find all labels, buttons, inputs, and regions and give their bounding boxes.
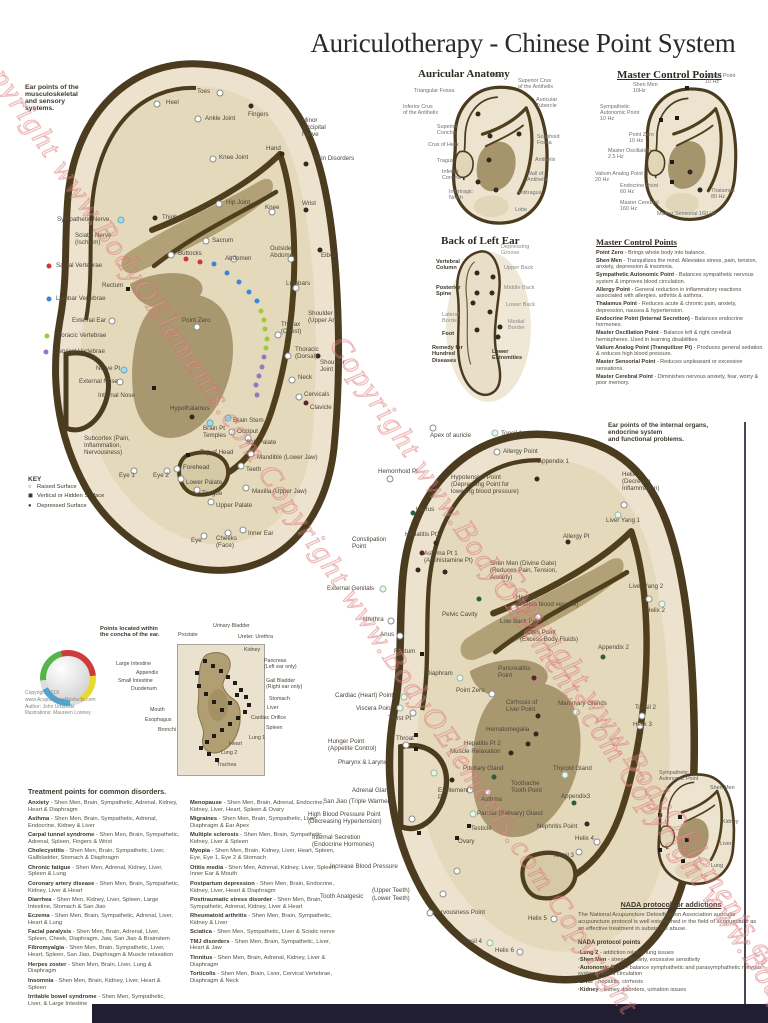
list-item: Master Oscillation Point - Balance left … — [596, 330, 732, 343]
point-label: Urinary Bladder — [213, 623, 250, 629]
key-legend: KEY ○Raised Surface◼Vertical or Hidden S… — [28, 476, 158, 511]
mcp-text-heading: Master Control Points — [596, 237, 677, 247]
back-of-ear-illustration — [440, 246, 535, 404]
master-control-ear-illustration — [638, 80, 743, 228]
list-item: Postpartum depression - Shen Men, Brain,… — [190, 880, 335, 894]
list-item: Lung 2 - addiction related lung issues — [578, 950, 764, 957]
list-item: Rheumatoid arthritis - Shen Men, Brain, … — [190, 913, 332, 926]
point-label: Spleen — [266, 725, 283, 731]
list-item: Chronic fatigue - Shen Men, Adrenal, Kid… — [28, 864, 163, 878]
point-label: Mouth — [150, 707, 165, 713]
text-line: Illustrations: Maureen Looney — [25, 710, 91, 717]
list-item: Menopause - Shen Men, Brain, Adrenal, En… — [190, 800, 325, 813]
point-label: Small Intestine — [118, 678, 153, 684]
point-label: Bronchi — [158, 727, 176, 733]
list-item: Tinnitus - Shen Men, Brain, Adrenal, Kid… — [190, 954, 326, 968]
text-line: www.AcupunctureProducts.com — [25, 696, 96, 703]
key-items: ○Raised Surface◼Vertical or Hidden Surfa… — [28, 483, 158, 511]
list-item: Sympathetic Autonomic Point - Balances s… — [596, 272, 754, 285]
list-item: Sciatica - Shen Men, Sympathetic, Liver … — [190, 929, 335, 936]
concha-inset-illustration — [177, 644, 265, 776]
list-item: Asthma - Shen Men, Brain, Sympathetic, A… — [28, 816, 158, 829]
list-item: Cholecystitis - Shen Men, Brain, Sympath… — [28, 848, 165, 862]
list-item: Shen Men - stress, anxiety, excessive se… — [578, 957, 764, 964]
auricular-anatomy-heading: Auricular Anatomy — [418, 68, 510, 80]
master-control-points-text: Master Control Points Point Zero - Bring… — [596, 237, 764, 388]
list-item: Multiple sclerosis - Shen Men, Brain, Sy… — [190, 832, 324, 846]
master-control-points-heading: Master Control Points — [617, 69, 722, 81]
internal-organs-heading: Ear points of the internal organs, endoc… — [608, 422, 709, 443]
list-item: Eczema - Shen Men, Brain, Sympathetic, A… — [28, 913, 174, 926]
point-label: Ureter. Urethra — [238, 634, 274, 640]
list-item: Diarrhea - Shen Men, Kidney, Liver, Sple… — [28, 896, 159, 910]
list-item: Autonomic Point - balance symphathetic a… — [578, 965, 764, 978]
point-label: Sympathetic Autonomic Point 10 Hz — [600, 104, 640, 123]
nada-heading: NADA protocol for addictions — [620, 900, 722, 909]
concha-heading: Points located within the concha of the … — [100, 626, 160, 638]
logo-sphere-icon — [46, 656, 90, 700]
nada-points-heading: NADA protocol points — [578, 939, 641, 946]
list-item: Carpal tunnel syndrome - Shen Men, Brain… — [28, 832, 180, 846]
text-line: Copyright 2019 — [25, 690, 59, 696]
key-item: ●Depressed Surface — [28, 502, 158, 511]
list-item: Torticolis - Shen Men, Brain, Liver, Cer… — [190, 970, 332, 984]
treatment-points-section: Treatment points for common disorders. A… — [28, 787, 346, 1010]
musculoskeletal-heading: Ear points of the musculoskeletal and se… — [25, 84, 79, 112]
list-item: Liver - hepatitis, cirrhosis — [578, 979, 764, 986]
point-label: Appendix — [136, 670, 159, 676]
list-item: Herpes zoster - Shen Men, Brain, Liver, … — [28, 961, 152, 975]
list-item: Master Cerebral Point - Diminishes nervo… — [596, 373, 759, 387]
list-item: Insomnia - Shen Men, Brain, Kidney, Live… — [28, 977, 161, 991]
back-of-left-ear-heading: Back of Left Ear — [441, 235, 520, 247]
mcp-items: Point Zero - Brings whole body into bala… — [596, 250, 764, 387]
auricular-anatomy-ear-illustration — [445, 84, 555, 226]
nada-ear-illustration — [652, 768, 740, 890]
key-symbol-icon: ○ — [28, 484, 32, 490]
list-item: Kidney - kidney disorders, urination iss… — [578, 987, 764, 994]
list-item: Otitis media - Shen Men, Adrenal, Kidney… — [190, 864, 337, 878]
point-label: Gall Bladder (Right ear only) — [266, 678, 303, 690]
bottom-bar — [92, 1004, 768, 1023]
acupuncture-products-logo — [40, 650, 96, 706]
key-symbol-icon: ● — [28, 502, 32, 509]
list-item: Anxiety - Shen Men, Brain, Sympathetic, … — [28, 800, 178, 813]
point-label: Liver — [267, 705, 279, 711]
list-item: Master Sensorial Point - Reduces unpleas… — [596, 359, 743, 372]
list-item: Valium Analog Point (Tranquilizer Pt) - … — [596, 344, 763, 358]
key-item: ◼Vertical or Hidden Surface — [28, 492, 158, 501]
treatment-column-1: Anxiety - Shen Men, Brain, Sympathetic, … — [28, 800, 180, 1010]
key-symbol-icon: ◼ — [28, 493, 33, 500]
list-item: TMJ disorders - Shen Men, Brain, Sympath… — [190, 938, 331, 952]
list-item: Shen Men - Tranquilizes the mind. Allevi… — [596, 257, 758, 271]
treatment-heading: Treatment points for common disorders. — [28, 787, 167, 796]
point-label: Valium Analog Point 20 Hz — [595, 171, 643, 184]
list-item: Endocrine Point (Internal Secretion) - B… — [596, 315, 744, 329]
list-item: Coronary artery disease - Shen Men, Brai… — [28, 880, 180, 894]
list-item: Thalamus Point - Reduces acute & chronic… — [596, 301, 737, 314]
list-item: Migraines - Shen Men, Brain, Sympathetic… — [190, 816, 318, 829]
point-label: Pancreas (Left ear only) — [264, 658, 297, 670]
list-item: Irritable bowel syndrome - Shen Men, Sym… — [28, 993, 165, 1007]
key-heading: KEY — [28, 476, 42, 483]
list-item: Posttraumatic stress disorder - Shen Men… — [190, 896, 323, 910]
right-border-line — [744, 422, 746, 1004]
list-item: Facial paralysis - Shen Men, Brain, Adre… — [28, 929, 170, 943]
treatment-column-2: Menopause - Shen Men, Brain, Adrenal, En… — [190, 800, 340, 1010]
list-item: Point Zero - Brings whole body into bala… — [596, 250, 706, 256]
nada-items: Lung 2 - addiction related lung issuesSh… — [578, 950, 764, 994]
nada-protocol-section: NADA protocol for addictions The Nationa… — [578, 900, 764, 994]
point-label: Prostate — [178, 632, 198, 638]
point-label: Inferior Crus of the Antihelix — [403, 104, 439, 117]
list-item: Myopia - Shen Men, Brain, Kidney, Liver,… — [190, 848, 335, 862]
list-item: Fibromyalgia - Shen Men, Brain, Sympathe… — [28, 945, 173, 959]
point-label: Stomach — [269, 696, 290, 702]
key-item: ○Raised Surface — [28, 483, 158, 492]
list-item: Allergy Point - General reduction in inf… — [596, 286, 742, 300]
text-line: Author: John Urbanski — [25, 703, 75, 710]
page-title: Auriculotherapy - Chinese Point System — [310, 28, 736, 58]
point-label: Esophagus — [145, 717, 172, 723]
nada-paragraph: The National Acupuncture Detoxification … — [578, 912, 757, 933]
point-label: Large Intestine — [116, 661, 152, 667]
